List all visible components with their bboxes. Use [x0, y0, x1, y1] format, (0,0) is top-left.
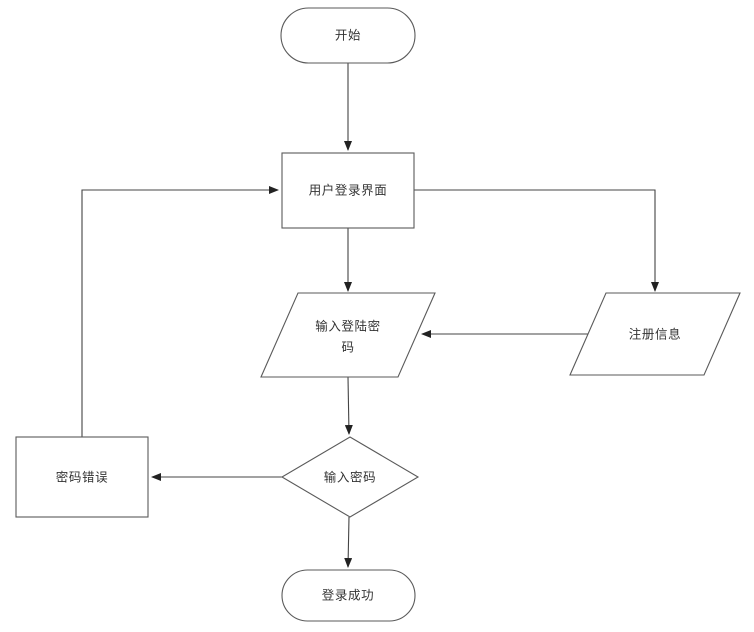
check-password-shape: [280, 436, 420, 518]
edge-input-password-to-check-password: [344, 376, 353, 435]
password-error-label: 密码错误: [56, 470, 108, 485]
edge-check-password-to-login-success: [344, 516, 353, 568]
node-login-ui[interactable]: 用户登录界面: [281, 152, 415, 229]
login-ui-shape: [281, 152, 415, 229]
node-input-password[interactable]: 输入登陆密 码: [260, 292, 436, 378]
check-password-label: 输入密码: [324, 470, 376, 485]
node-login-success[interactable]: 登录成功: [281, 569, 416, 622]
login-ui-label: 用户登录界面: [309, 183, 388, 198]
password-error-shape: [15, 436, 149, 518]
input-password-label-line2: 码: [341, 340, 354, 355]
login-success-label: 登录成功: [322, 588, 374, 603]
start-shape: [280, 7, 416, 64]
edge-login-ui-to-register-info: [414, 189, 659, 292]
node-register-info[interactable]: 注册信息: [569, 292, 741, 376]
register-info-label: 注册信息: [629, 327, 681, 342]
node-start[interactable]: 开始: [280, 7, 416, 64]
login-success-shape: [281, 569, 416, 622]
edge-password-error-to-login-ui: [81, 186, 279, 437]
input-password-shape: [260, 292, 436, 378]
input-password-label-line1: 输入登陆密: [315, 319, 381, 334]
register-info-shape: [569, 292, 741, 376]
node-check-password[interactable]: 输入密码: [280, 436, 420, 518]
node-password-error[interactable]: 密码错误: [15, 436, 149, 518]
start-label: 开始: [335, 28, 361, 43]
